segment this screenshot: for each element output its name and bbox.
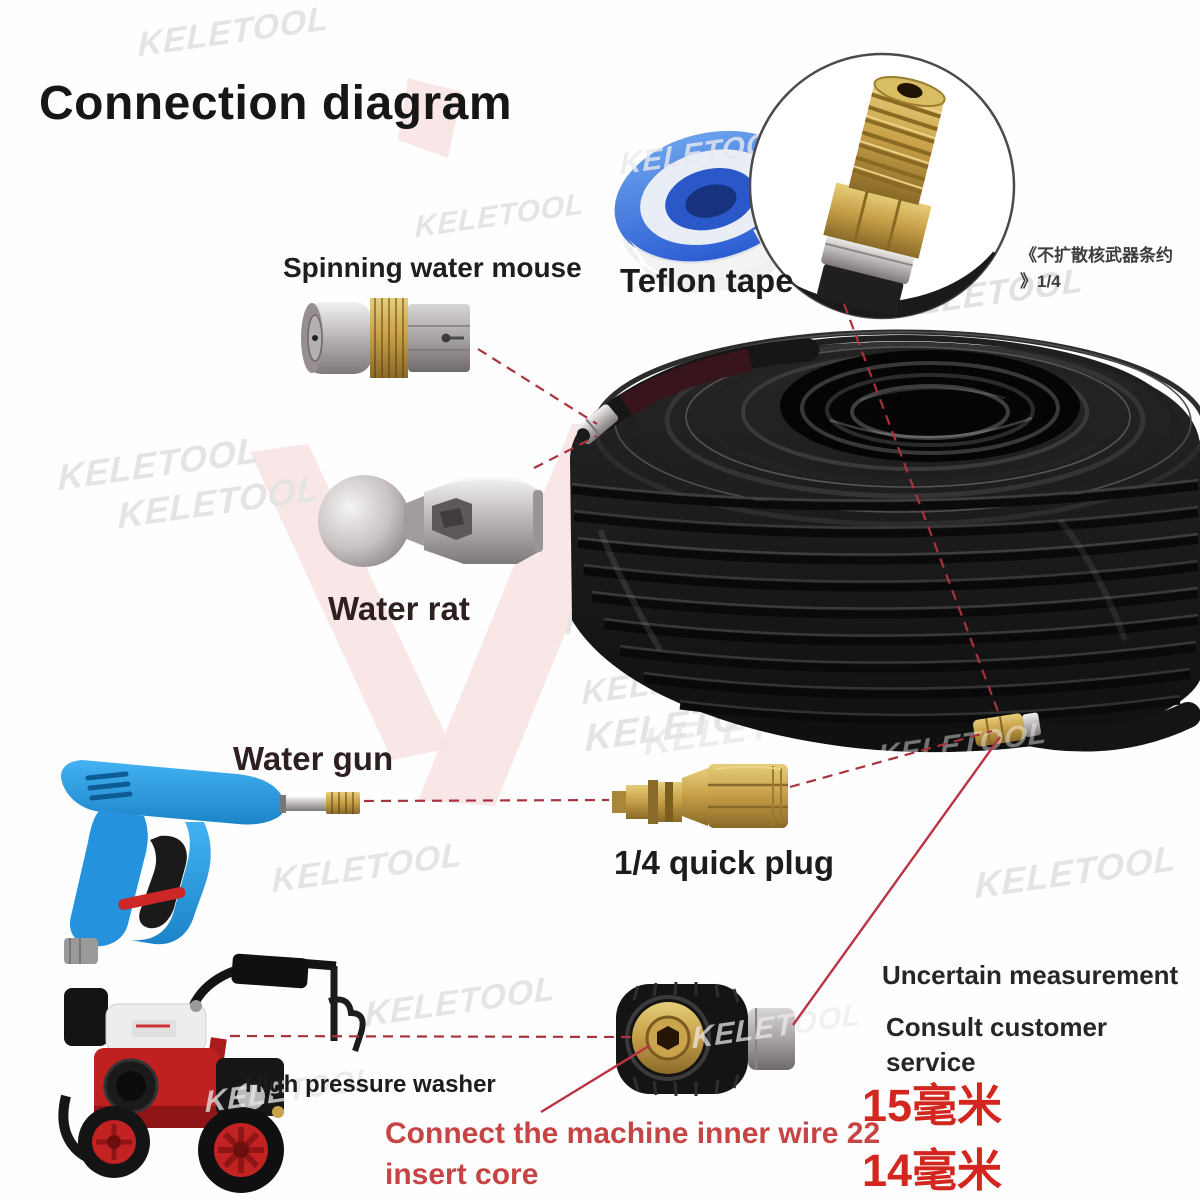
high-pressure-washer-label: High pressure washer <box>245 1071 496 1098</box>
quick-plug-groove <box>665 782 673 822</box>
pink-shape-left-arm <box>250 444 452 760</box>
m22-rear-cylinder <box>748 1008 795 1070</box>
consult-customer-line2: service <box>886 1047 976 1078</box>
npt-size-note: 《不扩散核武器条约 》1/4 <box>1020 243 1173 294</box>
pink-shape-top <box>398 78 462 158</box>
size-14mm-label: 14毫米 <box>862 1145 1003 1196</box>
fitting-bore-hole <box>897 83 923 99</box>
size-15mm-label: 15毫米 <box>862 1080 1003 1131</box>
quick-plug-label: 1/4 quick plug <box>614 844 835 881</box>
npt-size-note-line1: 《不扩散核武器条约 <box>1020 246 1173 265</box>
water-gun-image <box>42 736 372 971</box>
gun-trigger <box>139 835 187 929</box>
quick-plug-nut <box>708 764 788 828</box>
consult-customer-label: Consult customer service <box>886 1010 1107 1080</box>
spinning-water-mouse-label: Spinning water mouse <box>283 252 582 283</box>
spinning-nozzle-image <box>298 288 478 388</box>
hose-top-end-wrap <box>619 348 753 416</box>
hose-bottom-end <box>1011 702 1200 752</box>
gun-lance <box>280 797 328 811</box>
nozzle-orifice <box>312 335 318 341</box>
quick-plug-image <box>605 753 800 841</box>
uncertain-measurement-label: Uncertain measurement <box>882 960 1179 990</box>
water-gun-label: Water gun <box>233 740 394 777</box>
gun-trigger-guard <box>130 822 211 945</box>
water-rat-label: Water rat <box>328 590 470 627</box>
npt-size-note-line2: 》1/4 <box>1020 271 1061 291</box>
npt-fitting-zoom-circle <box>742 48 1022 328</box>
washer-air-filter <box>64 988 108 1046</box>
gun-lance-tip <box>326 792 360 814</box>
pressure-washer-image <box>36 946 371 1200</box>
water-rat-image <box>312 466 552 576</box>
washer-hose-hook <box>328 996 366 1052</box>
consult-customer-line1: Consult customer <box>886 1012 1108 1042</box>
hose-coil-image <box>540 320 1200 765</box>
m22-hex-bore <box>657 1026 679 1050</box>
gun-grip <box>69 810 148 947</box>
npt-brass-fitting <box>817 75 946 316</box>
teflon-tape-label: Teflon tape <box>620 262 794 299</box>
page-title: Connection diagram <box>39 77 513 130</box>
washer-control-panel <box>231 953 309 989</box>
connect-machine-note-line1: Connect the machine inner wire 22 <box>385 1117 881 1150</box>
gun-safety-latch <box>118 886 186 911</box>
teflon-tape-band <box>621 183 810 293</box>
connect-machine-note: Connect the machine inner wire 22 insert… <box>385 1114 880 1195</box>
connect-machine-note-line2: insert core <box>385 1157 539 1191</box>
water-rat-ball <box>318 475 410 567</box>
